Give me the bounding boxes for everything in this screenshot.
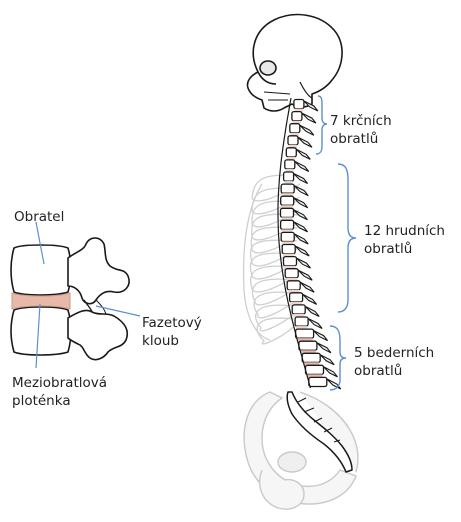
vertebral-body — [285, 160, 295, 169]
bracket-lumbar — [330, 326, 346, 390]
spinous-process — [294, 222, 308, 232]
spinous-process — [300, 125, 314, 135]
vertebral-body — [281, 196, 294, 205]
vertebral-body — [288, 136, 298, 145]
vertebral-body — [281, 232, 294, 241]
vertebral-body — [284, 257, 297, 266]
vertebral-body — [309, 377, 327, 386]
label-obratel-text: Obratel — [14, 208, 64, 226]
spinous-process — [317, 343, 331, 353]
label-fazetovy-kloub: Fazetový kloub — [142, 314, 202, 350]
spinous-process — [295, 161, 309, 171]
vertebra-detail — [11, 238, 129, 360]
spinous-process — [305, 306, 319, 316]
label-krcnich-line1: 7 krčních — [330, 112, 392, 130]
vertebral-body — [284, 172, 294, 181]
spinous-process — [294, 186, 308, 196]
skull — [247, 15, 342, 111]
vertebral-body — [299, 341, 317, 350]
spinous-process — [300, 282, 314, 292]
vertebral-body — [306, 365, 324, 374]
spinous-process — [296, 149, 310, 159]
vertebral-body — [285, 269, 298, 278]
spinous-process — [297, 258, 311, 268]
spinous-process — [295, 246, 309, 256]
label-bedernich-line1: 5 bederních — [354, 344, 434, 362]
vertebral-body — [296, 329, 314, 338]
vertebral-body — [302, 353, 320, 362]
vertebral-body — [281, 220, 294, 229]
bracket-thoracic — [338, 164, 356, 312]
vertebral-body — [281, 184, 294, 193]
vertebral-body — [294, 100, 304, 109]
label-obratel: Obratel — [14, 208, 64, 226]
label-fazetovy-line2: kloub — [142, 332, 202, 350]
spinous-process — [298, 137, 312, 147]
vertebral-body — [287, 281, 300, 290]
bracket-cervical — [316, 96, 327, 154]
vertebral-body — [290, 124, 300, 133]
spinous-process — [294, 234, 308, 244]
vertebral-body — [282, 245, 295, 254]
label-bedernich-obratlu: 5 bederních obratlů — [354, 344, 434, 380]
vertebral-body — [281, 208, 294, 217]
vertebral-body — [292, 305, 305, 314]
spinous-process — [303, 294, 317, 304]
label-hrudnich-line2: obratlů — [364, 240, 445, 258]
label-bedernich-line2: obratlů — [354, 362, 434, 380]
vertebral-body — [292, 112, 302, 121]
label-hrudnich-obratlu: 12 hrudních obratlů — [364, 222, 445, 258]
spinous-process — [314, 331, 328, 341]
spinous-process — [324, 367, 338, 377]
label-hrudnich-line1: 12 hrudních — [364, 222, 445, 240]
spinous-process — [308, 319, 322, 329]
label-meziobratlova-plotenka: Meziobratlová ploténka — [12, 374, 107, 410]
vertebral-body — [286, 148, 296, 157]
label-fazetovy-line1: Fazetový — [142, 314, 202, 332]
vertebral-body — [290, 293, 303, 302]
spinous-process — [302, 113, 316, 123]
vertebral-body — [295, 317, 308, 326]
spinous-process — [294, 174, 308, 184]
label-meziobratlova-line1: Meziobratlová — [12, 374, 107, 392]
label-krcnich-obratlu: 7 krčních obratlů — [330, 112, 392, 148]
spinous-process — [320, 355, 334, 365]
label-meziobratlova-line2: ploténka — [12, 392, 107, 410]
label-krcnich-line2: obratlů — [330, 130, 392, 148]
spinous-process — [294, 198, 308, 208]
spinous-process — [298, 270, 312, 280]
